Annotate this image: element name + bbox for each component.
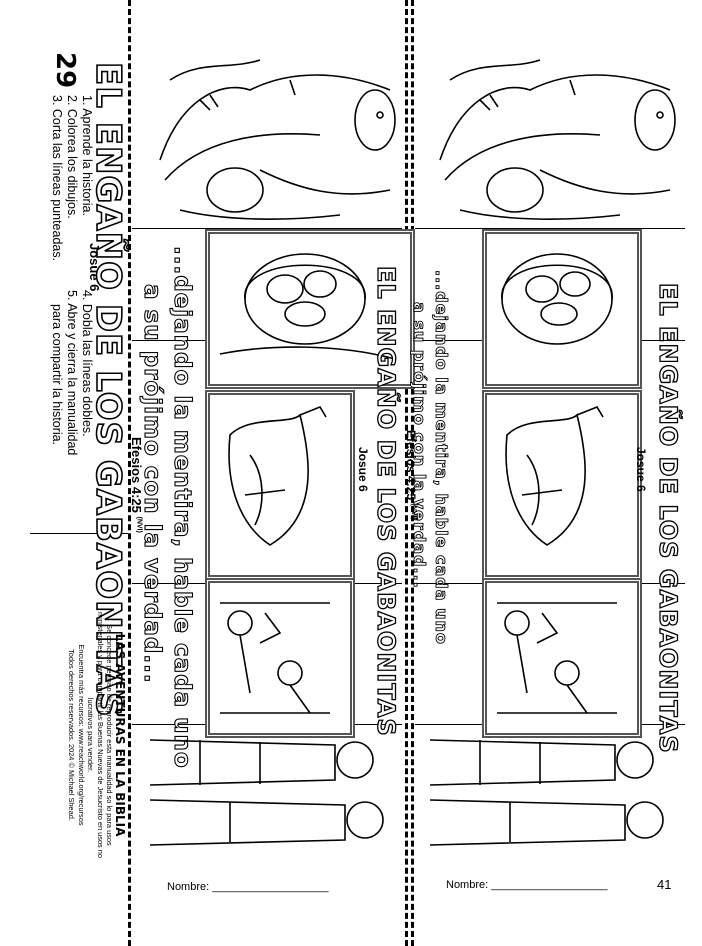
instructions-col2: 4. Dobla las líneas dobles. 5. Abre y ci…: [49, 290, 94, 455]
joshua-and-leaders-illustration: [149, 739, 384, 846]
nombre-field-a: Nombre: ___________________: [167, 881, 329, 893]
strip-a-citation: Efesios 4:25 (NVI): [404, 430, 418, 520]
fold-line: [132, 228, 402, 229]
credits-line: ministeriales y para compartir las Buena…: [96, 611, 105, 859]
joshua-and-leaders-illustration: [429, 739, 664, 846]
credits-line: Encuentra más recursos: www.reachworld.o…: [77, 644, 86, 826]
gibeonites-travelers-illustration: [159, 59, 396, 220]
verse-citation: Efesios 4:25 (NVI): [129, 437, 144, 533]
panel-frame: [482, 578, 642, 738]
instruction-item: 2. Colorea los dibujos.: [65, 95, 79, 219]
cut-line-left: [128, 0, 131, 946]
wineskin-illustration: [505, 406, 604, 546]
strip-b-title: EL ENGAÑO DE LOS GABAONITAS: [653, 282, 682, 754]
panel-frame: [482, 229, 642, 389]
gibeonites-travelers-illustration: [439, 59, 676, 220]
verse-line-1: ...dejando la mentira, hable cada uno: [432, 270, 452, 646]
strip-b-reference: Josue 6: [634, 447, 648, 492]
panel-frame: [482, 390, 642, 580]
strip-a-title: EL ENGAÑO DE LOS GABAONITAS: [371, 265, 400, 737]
bread-basket-illustration: [501, 253, 613, 345]
lesson-number: 29: [50, 52, 80, 89]
separator-line: [30, 533, 128, 534]
instruction-item: 4. Dobla las líneas dobles.: [80, 290, 94, 437]
instruction-item: 1. Aprende la historia.: [80, 95, 94, 216]
panel-frame: [205, 229, 415, 389]
verse-line-1: ...dejando la mentira, hable cada uno: [168, 245, 195, 769]
israelite-camp-illustration: [497, 602, 617, 714]
credits: LAS AVENTURAS EN LA BIBLIA Se concede pe…: [67, 605, 128, 865]
cut-line-middle-a: [405, 0, 408, 946]
credits-line: lucrativos para vender.: [86, 697, 96, 773]
instructions-col1: 1. Aprende la historia. 2. Colorea los d…: [49, 95, 94, 261]
credits-line: Todos derechos reservados. 2024 © Michae…: [67, 649, 77, 821]
cut-line-middle-b: [411, 0, 414, 946]
fold-line: [415, 228, 685, 229]
instruction-item: para compartir la historia.: [50, 304, 64, 446]
israelite-camp-illustration: [220, 602, 330, 714]
credits-title: LAS AVENTURAS EN LA BIBLIA: [113, 633, 127, 837]
instruction-item: 3. Corta las líneas punteadas.: [50, 95, 64, 262]
wineskin-illustration: [228, 406, 327, 546]
strip-a-reference: Josue 6: [356, 447, 370, 492]
panel-frame: [205, 390, 355, 580]
panel-frame: [205, 578, 355, 738]
bread-basket-illustration: [219, 253, 396, 360]
instruction-item: 5. Abre y cierra la manualidad: [65, 290, 79, 456]
page-number: 41: [657, 877, 672, 892]
memory-verse: ...dejando la mentira, hable cada uno a …: [137, 245, 197, 769]
credits-line: Se concede permiso de reproducir esta ma…: [105, 624, 115, 846]
nombre-field-b: Nombre: ___________________: [446, 879, 608, 891]
